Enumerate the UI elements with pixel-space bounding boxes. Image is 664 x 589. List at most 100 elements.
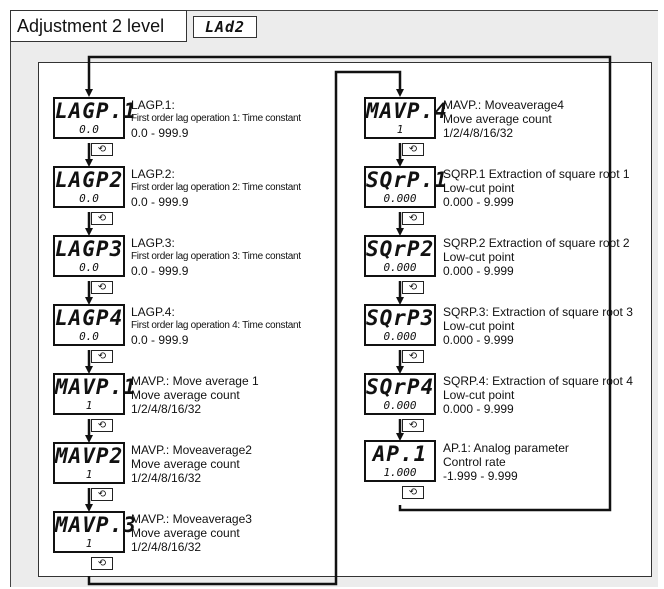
segment-value: 1	[85, 468, 93, 481]
parameter-detail: First order lag operation 3: Time consta…	[131, 251, 301, 262]
segment-code: SQrP2	[366, 237, 435, 261]
parameter-range: 0.000 - 9.999	[443, 195, 514, 209]
segment-code: LAGP3	[55, 237, 124, 261]
mode-key-icon: ⟲	[91, 419, 113, 432]
segment-value: 0.0	[79, 123, 99, 136]
parameter-range: 1/2/4/8/16/32	[131, 540, 202, 554]
parameter-range: -1.999 - 9.999	[443, 469, 518, 483]
parameter-detail: First order lag operation 4: Time consta…	[131, 320, 301, 331]
parameter-name: MAVP.: Move average 1	[131, 374, 259, 388]
parameter-range: 0.0 - 999.9	[131, 333, 189, 347]
segment-code: MAVP.3	[55, 513, 137, 537]
mode-key-icon: ⟲	[91, 557, 113, 570]
parameter-description: LAGP.2:First order lag operation 2: Time…	[131, 167, 301, 209]
parameter-detail: Control rate	[443, 455, 506, 469]
parameter-name: SQRP.1 Extraction of square root 1	[443, 167, 630, 181]
parameter-range: 1/2/4/8/16/32	[131, 471, 202, 485]
page-title: Adjustment 2 level	[10, 10, 187, 42]
parameter-range: 0.000 - 9.999	[443, 333, 514, 347]
segment-code: MAVP.1	[55, 375, 137, 399]
parameter-description: LAGP.1:First order lag operation 1: Time…	[131, 98, 301, 140]
parameter-name: LAGP.3:	[131, 236, 175, 250]
mode-key-icon: ⟲	[402, 143, 424, 156]
segment-value: 0.000	[383, 399, 417, 412]
parameter-detail: Low-cut point	[443, 250, 515, 264]
parameter-name: SQRP.4: Extraction of square root 4	[443, 374, 633, 388]
segment-code: SQrP.1	[366, 168, 448, 192]
segment-value: 0.0	[79, 261, 99, 274]
segment-code: SQrP3	[366, 306, 435, 330]
parameter-name: LAGP.4:	[131, 305, 175, 319]
parameter-range: 0.0 - 999.9	[131, 126, 189, 140]
flow-connector	[87, 70, 404, 586]
parameter-name: LAGP.2:	[131, 167, 175, 181]
parameter-range: 0.0 - 999.9	[131, 264, 189, 278]
segment-value: 1	[396, 123, 404, 136]
parameter-range: 0.000 - 9.999	[443, 264, 514, 278]
mode-key-icon: ⟲	[91, 488, 113, 501]
parameter-description: LAGP.4:First order lag operation 4: Time…	[131, 305, 301, 347]
parameter-name: MAVP.: Moveaverage3	[131, 512, 252, 526]
mode-key-icon: ⟲	[402, 212, 424, 225]
parameter-name: MAVP.: Moveaverage4	[443, 98, 564, 112]
segment-code: MAVP.4	[366, 99, 448, 123]
mode-key-icon: ⟲	[402, 350, 424, 363]
segment-value: 1.000	[383, 466, 417, 479]
parameter-range: 0.000 - 9.999	[443, 402, 514, 416]
parameter-detail: Low-cut point	[443, 319, 515, 333]
parameter-name: MAVP.: Moveaverage2	[131, 443, 252, 457]
parameter-description: LAGP.3:First order lag operation 3: Time…	[131, 236, 301, 278]
segment-code: LAGP2	[55, 168, 124, 192]
mode-key-icon: ⟲	[402, 486, 424, 499]
segment-value: 0.0	[79, 330, 99, 343]
parameter-name: LAGP.1:	[131, 98, 175, 112]
segment-code: AP.1	[372, 442, 428, 466]
parameter-detail: Move average count	[443, 112, 552, 126]
segment-code: MAVP2	[55, 444, 124, 468]
mode-key-icon: ⟲	[402, 281, 424, 294]
mode-key-icon: ⟲	[91, 212, 113, 225]
parameter-detail: Move average count	[131, 526, 240, 540]
segment-value: 0.000	[383, 192, 417, 205]
mode-key-icon: ⟲	[91, 281, 113, 294]
segment-value: 0.000	[383, 261, 417, 274]
parameter-detail: Low-cut point	[443, 388, 515, 402]
parameter-detail: Low-cut point	[443, 181, 515, 195]
segment-value: 1	[85, 399, 93, 412]
parameter-name: AP.1: Analog parameter	[443, 441, 569, 455]
parameter-frame	[38, 62, 652, 577]
segment-code: LAGP.1	[55, 99, 137, 123]
parameter-detail: Move average count	[131, 457, 240, 471]
mode-key-icon: ⟲	[91, 143, 113, 156]
parameter-name: SQRP.3: Extraction of square root 3	[443, 305, 633, 319]
parameter-detail: First order lag operation 1: Time consta…	[131, 113, 301, 124]
segment-value: 0.0	[79, 192, 99, 205]
parameter-range: 1/2/4/8/16/32	[443, 126, 514, 140]
level-segment-display: LAd2	[193, 16, 257, 38]
parameter-name: SQRP.2 Extraction of square root 2	[443, 236, 630, 250]
mode-key-icon: ⟲	[91, 350, 113, 363]
